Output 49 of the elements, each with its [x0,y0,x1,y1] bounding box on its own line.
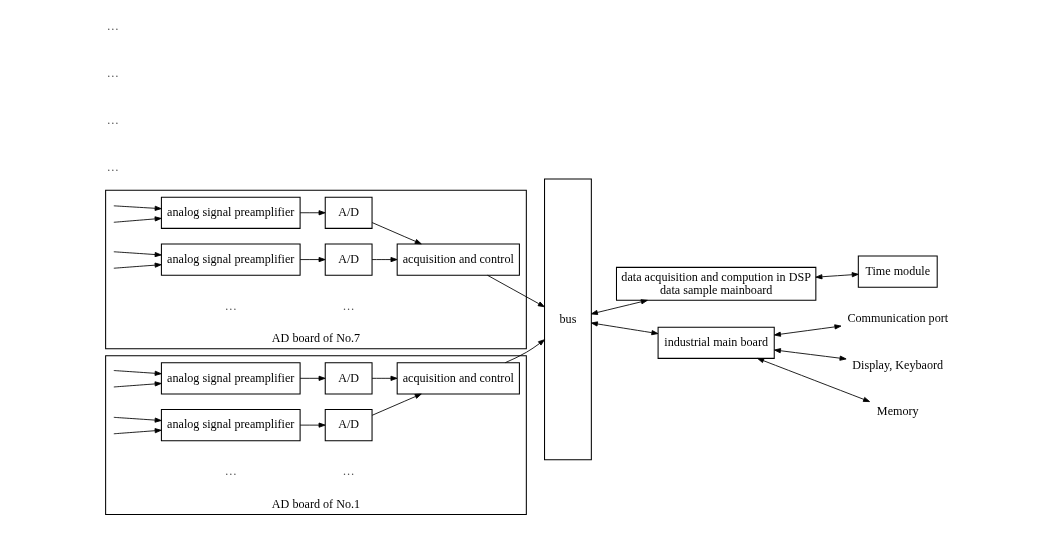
arrow [486,274,545,308]
arrow [371,222,422,245]
node-box: A/D [324,243,373,276]
arrow [814,272,859,280]
node-box: analog signal preamplifier [160,196,301,229]
node-box: Time module [857,255,938,288]
node-box: industrial main board [657,326,775,359]
arrow [112,381,162,388]
node-box: A/D [324,362,373,395]
arrow [112,216,162,223]
arrow [371,375,397,381]
arrow [590,321,658,336]
node-box: analog signal preamplifier [160,409,301,442]
label: … [342,464,355,479]
arrow [773,348,847,361]
arrow [112,370,162,376]
arrow [112,428,162,435]
node-box: analog signal preamplifier [160,243,301,276]
arrow [773,324,841,337]
label: … [106,159,119,174]
arrow [299,257,326,263]
arrow [756,358,870,403]
node-text: Communication port [846,310,948,325]
arrow [299,210,326,216]
arrow [371,393,422,416]
arrow [299,375,326,381]
node-box: A/D [324,409,373,442]
label: … [106,66,119,81]
arrow [112,416,162,423]
label: … [342,298,355,313]
node-box: acquisition and control [396,243,520,276]
node-box: data acquisition and compution in DSP data sample mainboard [615,266,816,301]
node-box: analog signal preamplifier [160,362,301,395]
node-text: Display, Keybaord [851,357,943,372]
label: … [106,113,119,128]
arrow [112,251,162,258]
arrow [112,205,162,211]
arrow [590,299,648,315]
node-box: bus [543,178,592,461]
arrow [371,257,397,263]
label: … [224,298,237,313]
label: … [106,19,119,34]
arrow [299,422,326,428]
arrow [112,262,162,269]
label: … [224,464,237,479]
node-box: acquisition and control [396,362,520,395]
node-text: Memory [876,404,919,419]
arrow [504,339,545,364]
node-box: A/D [324,196,373,229]
